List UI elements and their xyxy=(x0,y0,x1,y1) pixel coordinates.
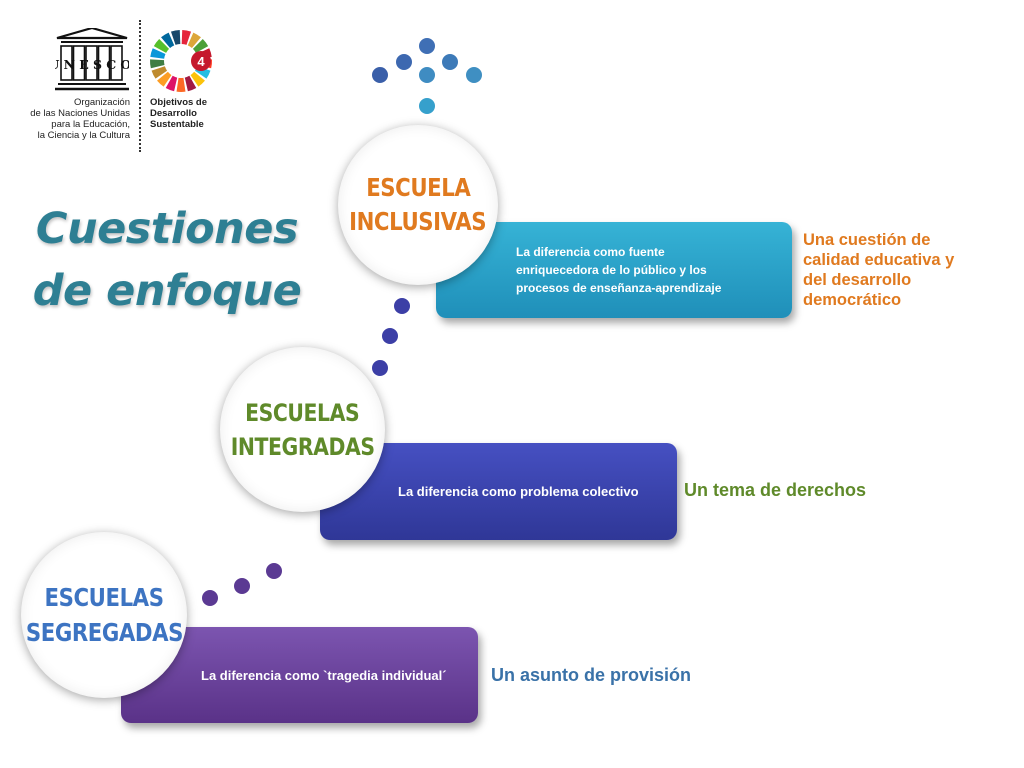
title-line: Cuestiones xyxy=(35,204,299,254)
note-segregated: Un asunto de provisión xyxy=(491,665,691,686)
arrow-dot xyxy=(466,67,482,83)
arrow-dot xyxy=(419,67,435,83)
note-line: Una cuestión de xyxy=(803,231,931,249)
bar-line: procesos de enseñanza-aprendizaje xyxy=(516,281,722,295)
circle-line: ESCUELA xyxy=(365,173,471,202)
sdg-wheel-segment xyxy=(151,66,168,79)
connector-dot xyxy=(234,578,250,594)
sdg-goal-number: 4 xyxy=(197,54,205,69)
bar-line: La diferencia como `tragedia individual´ xyxy=(201,667,447,683)
bar-integrated: La diferencia como problema colectivo xyxy=(320,443,677,540)
note-line: calidad educativa y xyxy=(803,251,955,269)
circle-inclusive: ESCUELA INCLUSIVAS xyxy=(338,125,498,285)
note-line: Un tema de derechos xyxy=(684,480,867,500)
arrow-dot xyxy=(442,54,458,70)
sdg-wheel-segment xyxy=(192,38,209,53)
sdg-wheel-icon: 4 xyxy=(150,30,212,92)
sdg-wheel-segment xyxy=(187,32,201,48)
bar-line: La diferencia como fuente xyxy=(516,245,665,259)
sdg-wheel-segment xyxy=(157,71,172,87)
note-line: democrático xyxy=(803,291,902,309)
sdg-wheel-segment xyxy=(161,32,175,48)
sdg-wheel-segment xyxy=(153,38,170,53)
bar-inclusive: La diferencia como fuente enriquecedora … xyxy=(436,222,792,318)
arrow-dot xyxy=(396,54,412,70)
sdg-wheel-segment xyxy=(176,77,186,92)
org-line: la Ciencia y la Cultura xyxy=(37,130,130,141)
circle-segregated: ESCUELAS SEGREGADAS xyxy=(21,532,187,698)
note-line: Un asunto de provisión xyxy=(491,665,692,685)
sdg-line: Sustentable xyxy=(150,119,204,130)
sdg-line: Objetivos de xyxy=(150,97,208,108)
title-line: de enfoque xyxy=(32,266,302,316)
logo-divider xyxy=(139,20,141,152)
sdg-wheel-segment xyxy=(170,30,181,45)
unesco-logo: UNESCO xyxy=(55,28,129,91)
note-line: del desarrollo xyxy=(803,271,912,289)
circle-line: SEGREGADAS xyxy=(25,618,183,647)
bar-line: La diferencia como problema colectivo xyxy=(398,484,639,499)
arrow-dot xyxy=(419,38,435,54)
connector-dot xyxy=(394,298,410,314)
bar-line: enriquecedora de lo público y los xyxy=(516,263,707,277)
org-line: Organización xyxy=(74,97,130,108)
sdg-line: Desarrollo xyxy=(150,108,197,119)
sdg-wheel-segment xyxy=(150,48,166,59)
connector-dot xyxy=(372,360,388,376)
sdg-wheel-segment xyxy=(184,75,197,92)
connector-dot xyxy=(266,563,282,579)
sdg-wheel-segment xyxy=(150,59,165,69)
circle-line: ESCUELAS xyxy=(245,398,360,427)
circle-integrated: ESCUELAS INTEGRADAS xyxy=(220,347,385,512)
sdg-wheel-segment xyxy=(181,30,192,45)
arrow-dot xyxy=(419,98,435,114)
org-line: de las Naciones Unidas xyxy=(30,108,130,119)
unesco-logo-letters: UNESCO xyxy=(55,57,129,72)
circle-line: INTEGRADAS xyxy=(230,432,375,461)
note-integrated: Un tema de derechos xyxy=(684,480,866,501)
note-inclusive: Una cuestión de calidad educativa y del … xyxy=(803,230,954,310)
connector-dot xyxy=(202,590,218,606)
page-title: Cuestiones de enfoque xyxy=(22,198,312,322)
bar-text: La diferencia como fuente enriquecedora … xyxy=(516,243,721,297)
sdg-label: Objetivos de Desarrollo Sustentable xyxy=(150,97,230,130)
sdg-wheel-segment xyxy=(165,75,178,92)
circle-line: INCLUSIVAS xyxy=(349,207,487,236)
org-line: para la Educación, xyxy=(51,119,130,130)
circle-line: ESCUELAS xyxy=(44,583,164,612)
sdg-goal-badge xyxy=(191,51,211,71)
unesco-org-name: Organización de las Naciones Unidas para… xyxy=(14,97,130,141)
connector-dot xyxy=(382,328,398,344)
arrow-dot xyxy=(372,67,388,83)
sdg-wheel-segment xyxy=(190,71,205,87)
